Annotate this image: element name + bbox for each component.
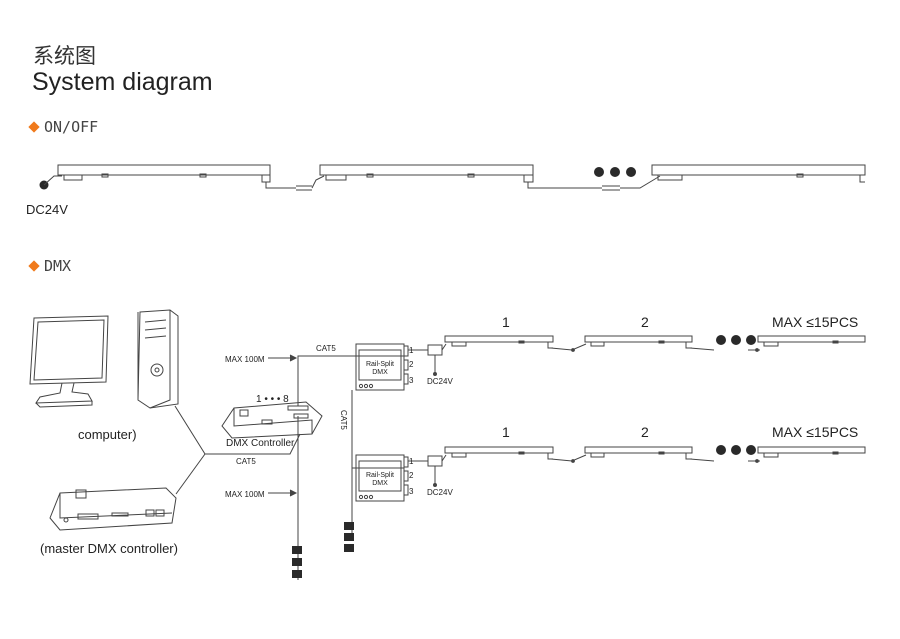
master-controller-label: (master DMX controller) — [40, 541, 178, 556]
bar-number-1: 1 — [502, 314, 510, 330]
terminator-block — [344, 522, 354, 530]
dmx-controller-icon — [221, 401, 323, 439]
ellipsis-dot-icon — [746, 335, 756, 345]
rail-split-box-1 — [355, 343, 409, 391]
bar-number-2: 2 — [641, 314, 649, 330]
cat5-link-mid — [351, 390, 404, 469]
rail-split-type: DMX — [372, 480, 388, 487]
rail-split-label-1: Rail-Split DMX — [362, 361, 398, 377]
power-connector-2 — [427, 455, 443, 467]
light-bar-dmx-1-2 — [584, 335, 693, 349]
power-connector-1 — [427, 344, 443, 356]
ellipsis-dot-icon — [731, 445, 741, 455]
port-3-label: 3 — [409, 487, 414, 496]
cable-computer — [174, 405, 222, 455]
port-3-label: 3 — [409, 376, 414, 385]
light-bar-dmx-2-2 — [584, 446, 693, 460]
port-1-label: 1 — [409, 346, 414, 355]
ellipsis-dot-icon — [716, 335, 726, 345]
light-bar-dmx-2-1 — [444, 446, 554, 460]
onoff-power-label: DC24V — [26, 202, 68, 217]
controller-ports-label: 1 • • • 8 — [256, 394, 289, 405]
monitor-icon — [29, 315, 109, 408]
ellipsis-dot-icon — [716, 445, 726, 455]
rail-split-name: Rail-Split — [365, 361, 394, 368]
max-distance-top: MAX 100M — [225, 355, 265, 364]
terminator-block — [344, 533, 354, 541]
connector-wire-2 — [527, 182, 602, 189]
page-title-cn: 系统图 — [33, 44, 96, 68]
cable-to-controller — [222, 433, 301, 455]
section-dmx: DMX — [28, 257, 71, 275]
light-bar-onoff-2 — [319, 164, 534, 183]
port-1-label: 1 — [409, 457, 414, 466]
cat5-label-top: CAT5 — [316, 344, 336, 353]
bar-number-1: 1 — [502, 424, 510, 440]
light-bar-onoff-3 — [651, 164, 866, 183]
ellipsis-dot-icon — [626, 167, 636, 177]
section-onoff: ON/OFF — [28, 118, 98, 136]
cat5-label-mid: CAT5 — [339, 410, 348, 430]
ellipsis-dot-icon — [731, 335, 741, 345]
light-bar-dmx-1-3 — [757, 335, 866, 347]
light-bar-dmx-2-3 — [757, 446, 866, 458]
terminator-block — [344, 544, 354, 552]
rail-split-label-2: Rail-Split DMX — [362, 472, 398, 488]
rail-split-box-2 — [355, 454, 409, 502]
connector-wire-1 — [265, 182, 296, 189]
page-title: System diagram — [32, 68, 213, 96]
ellipsis-dot-icon — [594, 167, 604, 177]
ellipsis-dot-icon — [610, 167, 620, 177]
dmx-power-label-1: DC24V — [427, 377, 453, 386]
rail-split-name: Rail-Split — [365, 472, 394, 479]
computer-label: computer) — [78, 427, 137, 442]
bar-number-2: 2 — [641, 424, 649, 440]
terminator-block — [292, 570, 302, 578]
terminator-block — [292, 558, 302, 566]
light-bar-dmx-1-1 — [444, 335, 554, 349]
light-bar-onoff-1 — [57, 164, 271, 183]
terminator-block — [292, 546, 302, 554]
port-2-label: 2 — [409, 360, 414, 369]
cat5-bus-top — [297, 355, 404, 406]
pc-tower-icon — [137, 309, 179, 409]
max-distance-bottom: MAX 100M — [225, 490, 265, 499]
cable-master — [175, 453, 206, 495]
master-dmx-controller-icon — [49, 487, 177, 531]
ellipsis-dot-icon — [746, 445, 756, 455]
rail-split-type: DMX — [372, 369, 388, 376]
max-pcs-label-2: MAX ≤15PCS — [772, 424, 859, 440]
power-wire — [43, 175, 62, 186]
port-2-label: 2 — [409, 471, 414, 480]
dmx-power-label-2: DC24V — [427, 488, 453, 497]
connector-wire-1b — [296, 185, 312, 191]
cat5-label-controller: CAT5 — [236, 457, 256, 466]
section-onoff-label: ON/OFF — [44, 118, 99, 136]
dmx-controller-label: DMX Controller — [226, 438, 295, 449]
max-pcs-label-1: MAX ≤15PCS — [772, 314, 859, 330]
section-dmx-label: DMX — [44, 257, 72, 275]
